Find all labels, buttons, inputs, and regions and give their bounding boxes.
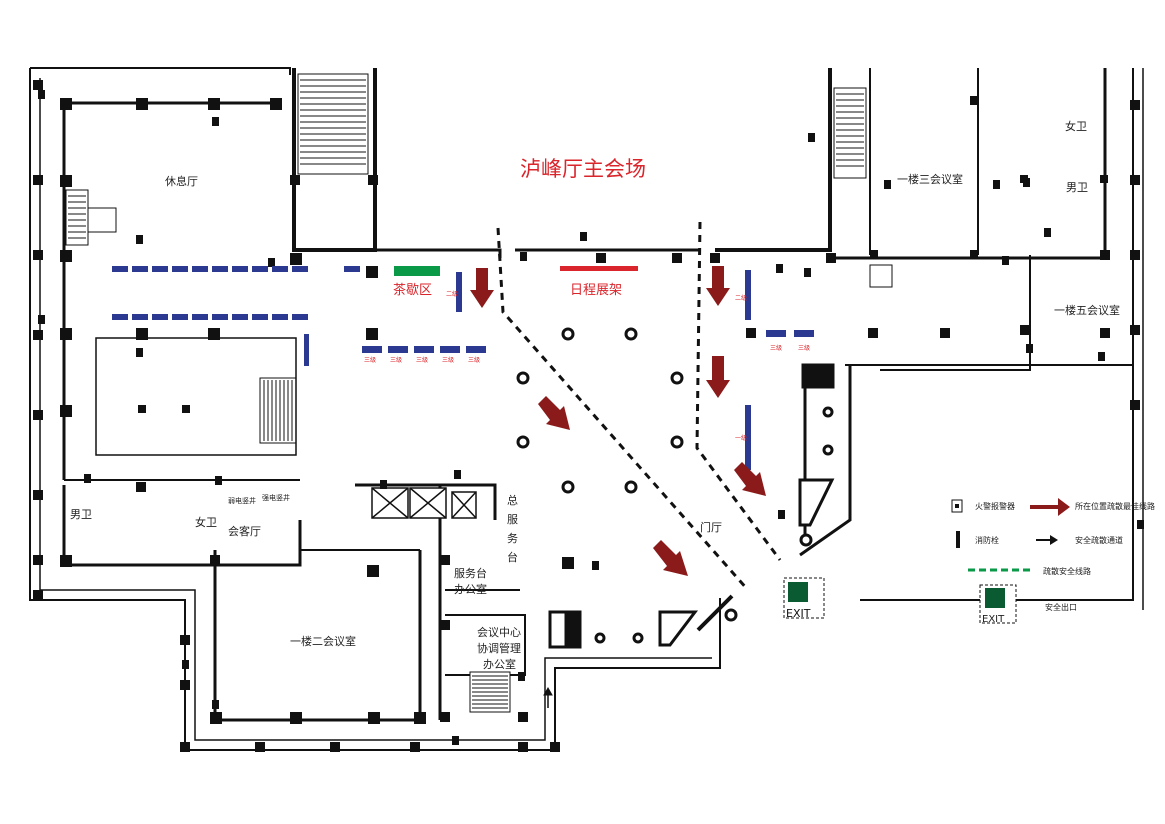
meeting-center-label-2: 协调管理: [477, 641, 521, 655]
columns: [33, 80, 1140, 752]
front-desk-char-2: 服: [507, 513, 518, 526]
front-desk-char-3: 务: [507, 532, 518, 545]
tea-break-label: 茶歇区: [393, 282, 432, 298]
booth-row-level3-left: [362, 346, 486, 353]
fire-alarm-markers: [38, 90, 1144, 745]
svg-text:三级: 三级: [442, 356, 454, 364]
schedule-rack-strip: [560, 266, 638, 271]
reception-room-label: 会客厅: [228, 524, 261, 538]
exit-sign-plan: EXIT: [783, 577, 825, 620]
front-desk-char-4: 台: [507, 550, 518, 564]
red-arrow-icon: [1030, 498, 1070, 516]
svg-text:疏散安全线路: 疏散安全线路: [1043, 566, 1091, 576]
svg-text:所在位置疏散最佳线路: 所在位置疏散最佳线路: [1075, 501, 1155, 511]
hydrant-icon: [956, 531, 960, 548]
booth-labels: 三级 三级 三级 三级 三级 三级 三级 二级 二级 一级: [364, 290, 810, 442]
gents-room-left-label: 男卫: [70, 508, 92, 521]
legend-evac-line: 疏散安全线路: [968, 566, 1091, 576]
level1-booth-label: 一级: [735, 434, 747, 442]
meeting-center-label-3: 办公室: [483, 657, 516, 671]
ladies-room-top-label: 女卫: [1065, 119, 1087, 133]
legend-best-route: 所在位置疏散最佳线路: [1030, 498, 1155, 516]
svg-text:三级: 三级: [416, 356, 428, 364]
svg-text:火警报警器: 火警报警器: [975, 501, 1015, 511]
meeting-center-label-1: 会议中心: [477, 626, 521, 639]
black-arrow-icon: [1036, 535, 1058, 545]
svg-text:EXIT: EXIT: [982, 614, 1005, 625]
tea-break-strip: [394, 266, 440, 276]
conference-room-5-label: 一楼五会议室: [1054, 303, 1120, 317]
level2-booth-label: 二级: [446, 290, 458, 298]
svg-text:消防栓: 消防栓: [975, 535, 999, 545]
conference-room-2-label: 一楼二会议室: [290, 634, 356, 648]
svg-text:三级: 三级: [468, 356, 480, 364]
booth-row-top-left: [112, 266, 360, 272]
svg-text:二级: 二级: [735, 294, 747, 302]
svg-text:三级: 三级: [390, 356, 402, 364]
lobby-boundary: [496, 221, 782, 591]
service-office-label-1: 服务台: [454, 566, 487, 580]
legend: 火警报警器 所在位置疏散最佳线路 消防栓 安全疏散通道 疏散安全线路 EXIT …: [951, 498, 1155, 625]
booth-row-mid-left: [112, 314, 308, 320]
legend-exit: EXIT 安全出口: [979, 584, 1077, 625]
lobby-label: 门厅: [700, 520, 722, 534]
lounge-pit: [95, 337, 297, 456]
outer-walls: [29, 67, 1144, 751]
legend-evac-passage: 安全疏散通道: [1036, 535, 1123, 545]
legend-hydrant: 消防栓: [956, 531, 999, 548]
svg-text:三级: 三级: [798, 344, 810, 352]
elevator-bank: [371, 487, 477, 519]
level3-booth-label: 三级: [364, 356, 376, 364]
svg-text:三级: 三级: [770, 344, 782, 352]
legend-fire-alarm: 火警报警器: [951, 499, 1015, 513]
schedule-rack-label: 日程展架: [570, 283, 622, 298]
service-office-label-2: 办公室: [454, 582, 487, 596]
main-hall-title: 泸峰厅主会场: [520, 157, 646, 181]
front-desk-char-1: 总: [507, 493, 518, 507]
conference-room-3-label: 一楼三会议室: [897, 172, 963, 186]
booths: [112, 266, 814, 470]
weak-current-shaft-label: 弱电竖井: [228, 496, 256, 505]
entrance-walls: [548, 264, 893, 649]
gents-room-top-label: 男卫: [1066, 181, 1088, 194]
strong-current-shaft-label: 强电竖井: [262, 493, 290, 502]
round-columns: [516, 327, 834, 644]
stairs: [65, 73, 867, 713]
svg-text:安全出口: 安全出口: [1045, 602, 1077, 612]
svg-text:安全疏散通道: 安全疏散通道: [1075, 535, 1123, 545]
evacuation-arrows: [470, 266, 766, 576]
svg-text:EXIT: EXIT: [786, 607, 811, 620]
lounge-label: 休息厅: [165, 174, 198, 188]
ladies-room-left-label: 女卫: [195, 515, 217, 529]
